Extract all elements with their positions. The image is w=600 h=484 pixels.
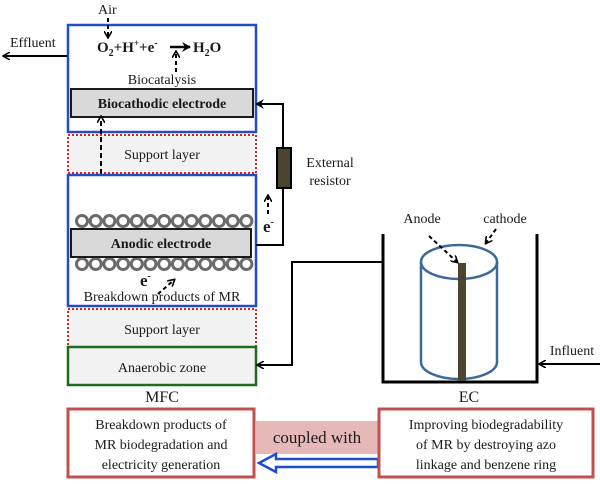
biofilm-beads-top [75, 214, 254, 228]
resistor-label-line1: External [306, 156, 354, 171]
biofilm-bead [225, 214, 240, 228]
biofilm-bead [116, 214, 131, 228]
hollow-arrow [256, 451, 380, 475]
external-resistor [276, 147, 292, 189]
svg-text:of MR by destroying azo: of MR by destroying azo [416, 438, 556, 453]
biofilm-bead [212, 257, 226, 271]
biofilm-bead [129, 257, 144, 271]
ec-influent-label: Influent [550, 344, 594, 359]
ec-summary-text: Improving biodegradability of MR by dest… [409, 418, 563, 473]
biofilm-bead [198, 214, 213, 228]
biocathodic-electrode [70, 88, 254, 118]
ec-anode-rod [458, 263, 466, 381]
support-layer-bottom [67, 308, 257, 350]
mfc-caption: MFC [145, 389, 179, 406]
circuit-electron-label: e- [263, 217, 274, 236]
biofilm-bead [239, 214, 254, 228]
mfc-summary-text: Breakdown products of MR biodegradation … [95, 418, 228, 473]
ec-to-mfc-pipe [258, 261, 382, 365]
biofilm-bead [129, 214, 144, 228]
biofilm-bead [212, 214, 226, 228]
coupling-band [256, 421, 378, 454]
biofilm-bead [102, 214, 117, 228]
ec-anode-arrow [428, 235, 457, 262]
effluent-label: Effluent [10, 36, 56, 51]
svg-text:H2O: H2O [193, 40, 221, 59]
biofilm-bead [75, 214, 89, 228]
biofilm-bead [170, 214, 185, 228]
biofilm-bead [102, 257, 117, 271]
svg-text:linkage and benzene ring: linkage and benzene ring [416, 458, 556, 473]
biofilm-bead [184, 257, 199, 271]
biofilm-bead [170, 257, 185, 271]
resistor-label-line2: resistor [309, 174, 351, 189]
circuit-wire [256, 188, 284, 246]
ec-caption: EC [459, 389, 479, 406]
circuit-wire-top [255, 99, 284, 148]
svg-text:O2+H++e-: O2+H++e- [97, 38, 158, 59]
mfc-summary-box [66, 407, 256, 479]
biofilm-bead [239, 257, 254, 271]
biofilm-bead [184, 214, 199, 228]
anode-label: Anodic electrode [111, 237, 211, 252]
svg-text:MR biodegradation and: MR biodegradation and [95, 438, 228, 453]
anaerobic-zone [66, 345, 258, 387]
svg-text:Breakdown products of: Breakdown products of [95, 418, 227, 433]
biocathode-label: Biocathodic electrode [98, 97, 226, 112]
anodic-electrode [70, 228, 252, 258]
biofilm-bead [116, 257, 131, 271]
biofilm-bead [75, 257, 89, 271]
coupling-label: coupled with [273, 428, 362, 447]
reaction-equation: O2+H++e- H2O [97, 38, 221, 59]
support-layer-top [67, 134, 257, 174]
support-layer-top-label: Support layer [124, 148, 200, 163]
ec-anode-label: Anode [403, 212, 440, 227]
ec-cathode-label: cathode [483, 212, 527, 227]
biocatalysis-label: Biocatalysis [128, 73, 196, 88]
biofilm-bead [88, 257, 103, 271]
biofilm-bead [225, 257, 240, 271]
biofilm-bead [143, 214, 158, 228]
air-label: Air [98, 3, 117, 18]
biofilm-bead [143, 257, 158, 271]
ec-tank [381, 234, 539, 384]
ec-cathode-arrow [486, 228, 497, 243]
biofilm-bead [157, 214, 172, 228]
svg-text:electricity generation: electricity generation [102, 458, 221, 473]
biofilm-beads-bottom [75, 257, 254, 271]
anode-electron-arrow [157, 280, 174, 295]
support-layer-bottom-label: Support layer [124, 323, 200, 338]
biofilm-bead [157, 257, 172, 271]
ec-summary-box [377, 407, 595, 479]
anode-electron-label: e- [140, 271, 151, 290]
breakdown-label: Breakdown products of MR [84, 290, 241, 305]
biofilm-bead [198, 257, 213, 271]
anaerobic-label: Anaerobic zone [118, 361, 206, 376]
svg-text:Improving biodegradability: Improving biodegradability [409, 418, 563, 433]
biofilm-bead [88, 214, 103, 228]
